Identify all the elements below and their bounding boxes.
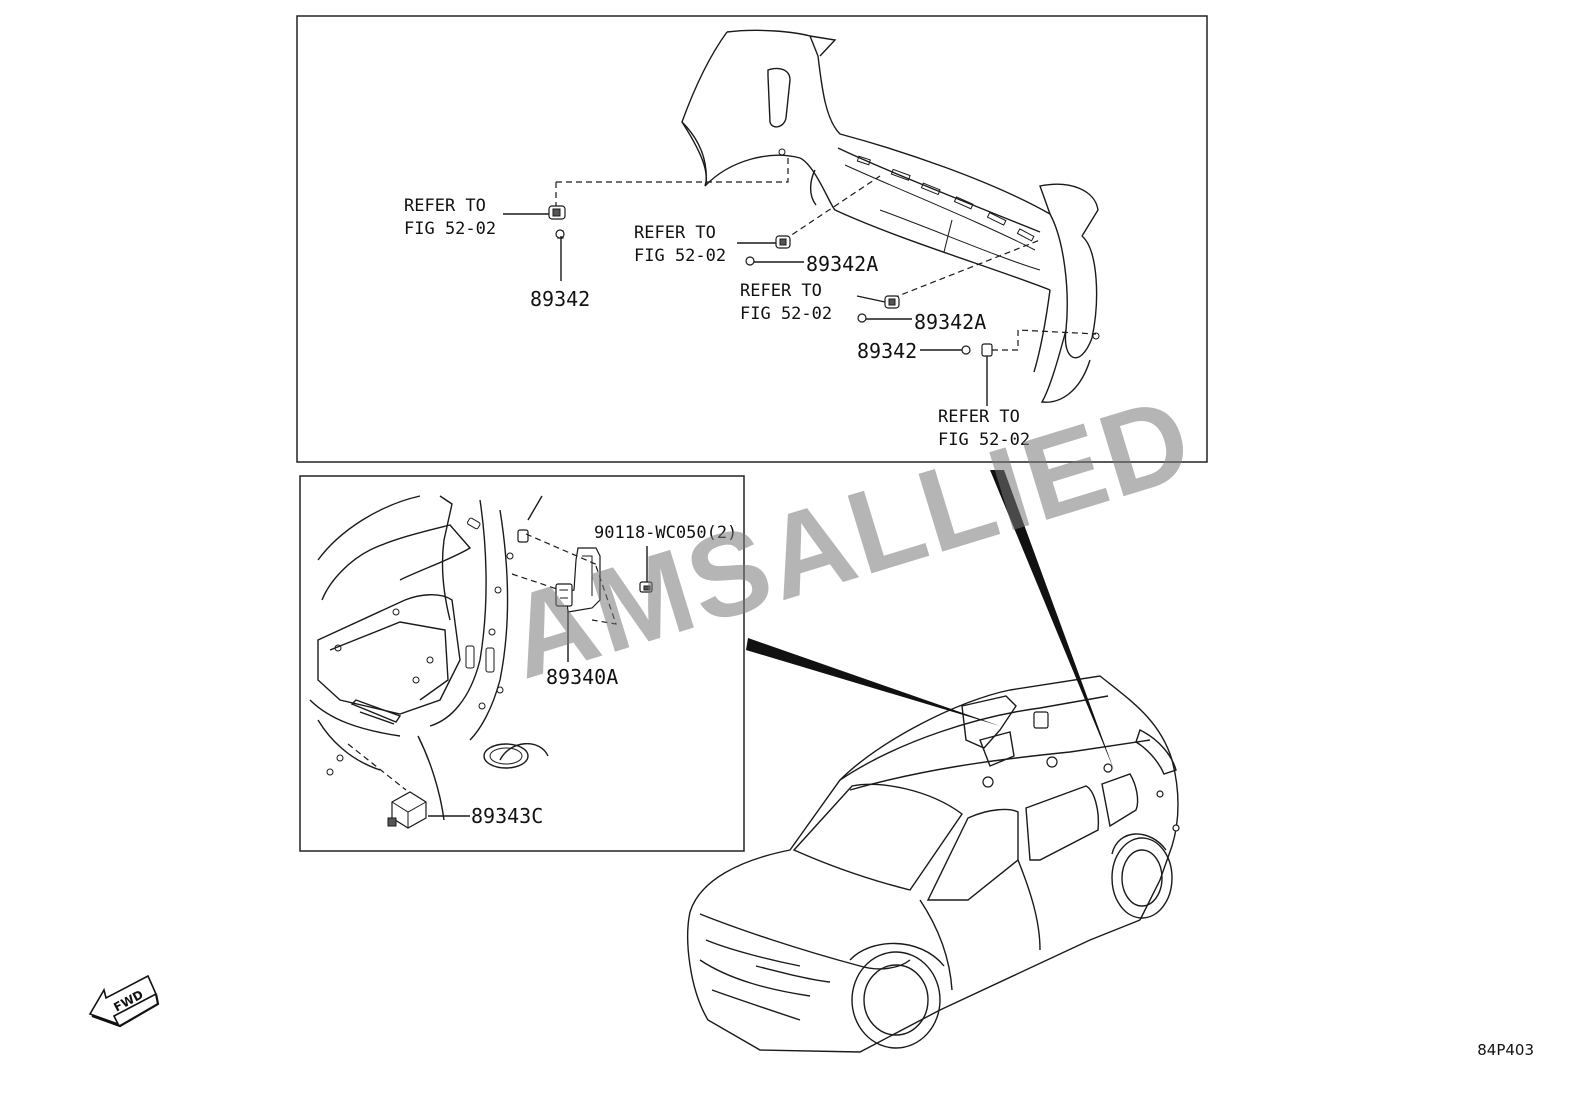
sensor-89343c (387, 791, 427, 829)
vehicle-overview-drawing (687, 675, 1180, 1053)
part-number-89342-left: 89342 (530, 287, 590, 311)
top-fastener-clips (548, 205, 993, 357)
part-number-89342a-upper: 89342A (806, 252, 878, 276)
diagram-code: 84P403 (1477, 1041, 1534, 1059)
inset-callout-lines (428, 546, 648, 817)
part-number-89342a-lower: 89342A (914, 310, 986, 334)
refer-text-line-1: REFER TO (740, 281, 822, 301)
refer-text-line-2: FIG 52-02 (634, 246, 726, 266)
refer-text-line-2: FIG 52-02 (938, 430, 1030, 450)
refer-text-line-1: REFER TO (634, 223, 716, 243)
bumper-panel-frame (296, 15, 1208, 463)
pointer-wedges (746, 470, 1114, 770)
part-number-89342-right: 89342 (857, 339, 917, 363)
inset-dashed-leaders (347, 533, 617, 791)
refer-text-line-1: REFER TO (938, 407, 1020, 427)
rear-bumper-drawing (681, 29, 1100, 403)
fwd-direction-arrow: FWD (88, 974, 160, 1028)
callout-refer-mid-1: REFER TO FIG 52-02 (634, 223, 726, 266)
callout-refer-bottom: REFER TO FIG 52-02 (938, 407, 1030, 450)
refer-text-line-1: REFER TO (404, 196, 486, 216)
bolt-90118-wc050 (639, 581, 653, 593)
top-panel-callout-lines (503, 213, 988, 406)
refer-text-line-2: FIG 52-02 (404, 219, 496, 239)
quarter-panel-drawing (309, 495, 549, 821)
callout-refer-mid-2: REFER TO FIG 52-02 (740, 281, 832, 324)
callout-refer-top-left: REFER TO FIG 52-02 (404, 196, 496, 239)
part-number-90118-wc050: 90118-WC050(2) (594, 523, 737, 543)
refer-text-line-2: FIG 52-02 (740, 304, 832, 324)
part-number-89343c: 89343C (471, 804, 543, 828)
part-number-89340a: 89340A (546, 665, 618, 689)
bracket-89340a (517, 529, 601, 613)
